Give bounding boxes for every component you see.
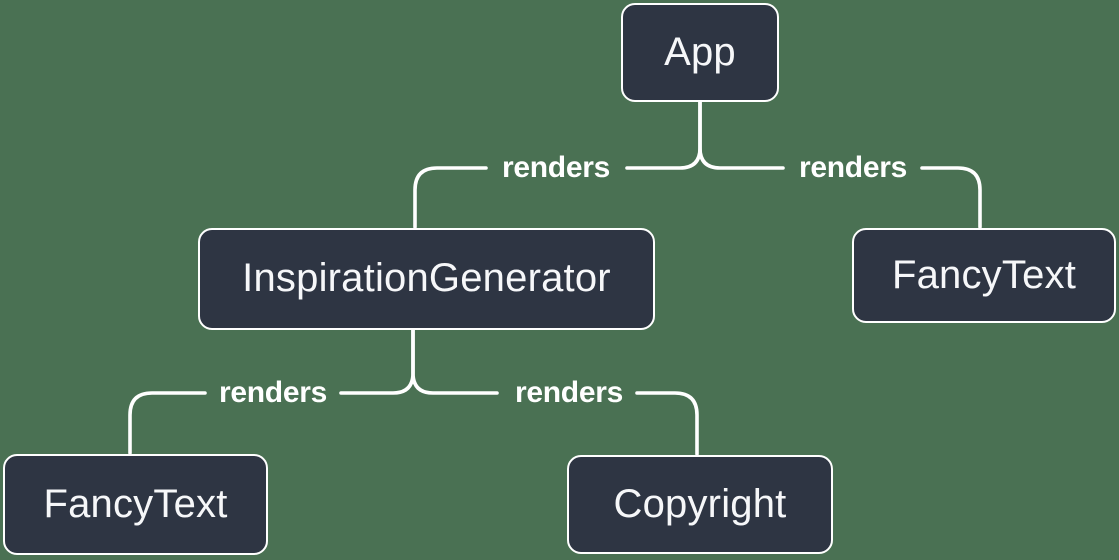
node-fancy-text-bottom: FancyText <box>3 454 268 555</box>
edge-line-inspirationgenerator-to-copyright <box>411 327 699 456</box>
node-fancy-text-bottom-label: FancyText <box>43 481 228 526</box>
node-fancy-text-top: FancyText <box>852 228 1116 323</box>
node-app-label: App <box>664 29 736 74</box>
edge-label-app-inspirationgenerator: renders <box>502 151 610 184</box>
node-inspiration-generator-label: InspirationGenerator <box>242 256 611 300</box>
node-copyright: Copyright <box>567 455 833 554</box>
node-inspiration-generator: InspirationGenerator <box>198 228 655 330</box>
edge-label-app-fancytext: renders <box>799 151 907 184</box>
node-app: App <box>621 3 779 102</box>
edge-label-inspirationgenerator-fancytext: renders <box>219 376 327 409</box>
edge-label-inspirationgenerator-copyright: renders <box>515 376 623 409</box>
edge-line-app-to-fancytext <box>698 99 982 229</box>
node-fancy-text-top-label: FancyText <box>891 252 1077 297</box>
node-copyright-label: Copyright <box>613 481 787 526</box>
